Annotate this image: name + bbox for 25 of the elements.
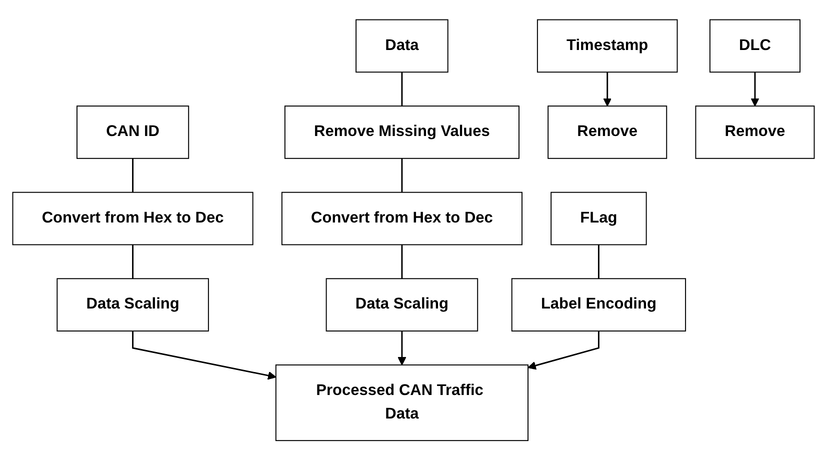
node-box: DLC [709, 19, 800, 72]
node-box: Remove [548, 105, 668, 159]
arrow [398, 330, 406, 366]
node-box: Data Scaling [326, 278, 478, 332]
connector [401, 158, 403, 192]
node-box: Data [356, 19, 448, 72]
arrow [132, 330, 276, 380]
node-box: Processed CAN Traffic Data [275, 364, 528, 441]
connector [132, 158, 134, 192]
connector [132, 244, 134, 278]
node-box: Remove [695, 105, 815, 159]
arrow [603, 72, 612, 106]
arrow [750, 72, 760, 106]
node-box: Label Encoding [511, 278, 686, 332]
node-box: Convert from Hex to Dec [281, 192, 522, 246]
node-box: FLag [550, 192, 647, 246]
node-box: CAN ID [76, 105, 190, 159]
connector [401, 244, 403, 278]
connector [598, 244, 600, 278]
node-box: Data Scaling [56, 278, 209, 332]
node-box: Remove Missing Values [284, 105, 520, 159]
connector [401, 72, 403, 106]
node-box: Convert from Hex to Dec [12, 192, 254, 246]
arrow [528, 330, 600, 370]
node-box: Timestamp [536, 19, 678, 72]
